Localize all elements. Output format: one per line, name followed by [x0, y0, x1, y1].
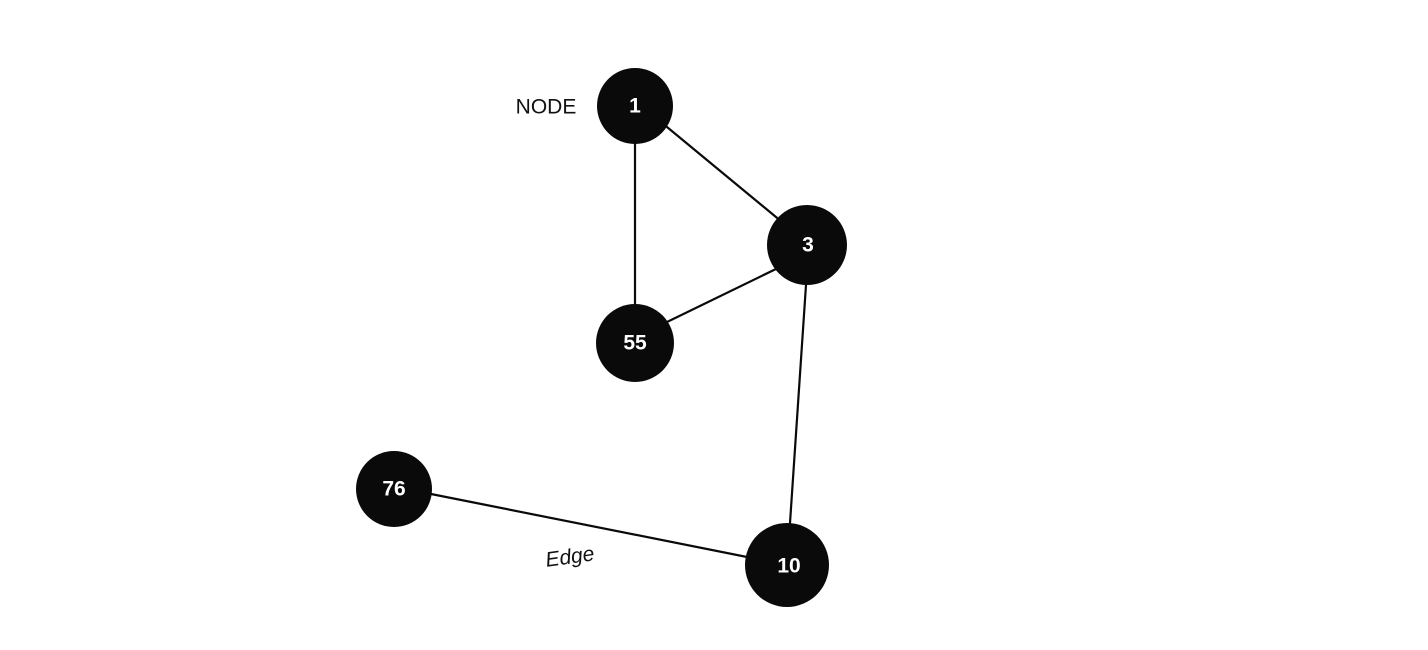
graph-node-3[interactable]: 3 [767, 205, 847, 285]
graph-node-76[interactable]: 76 [356, 451, 432, 527]
graph-edge-1-3[interactable] [665, 125, 784, 224]
graph-node-1[interactable]: 1 [597, 68, 673, 144]
annotations-layer: NODE Edge [516, 96, 596, 572]
nodes-layer: 1 3 55 76 10 [356, 68, 847, 607]
graph-edge-76-10[interactable] [429, 492, 749, 559]
edges-layer [429, 125, 808, 559]
edge-annotation: Edge [544, 542, 596, 572]
node-circle-1[interactable] [597, 68, 673, 144]
node-circle-55[interactable] [596, 304, 674, 382]
graph-edge-3-10[interactable] [788, 283, 808, 525]
graph-node-55[interactable]: 55 [596, 304, 674, 382]
node-circle-76[interactable] [356, 451, 432, 527]
node-circle-10[interactable] [745, 523, 829, 607]
graph-edge-55-3[interactable] [665, 266, 780, 324]
node-circle-3[interactable] [767, 205, 847, 285]
graph-node-10[interactable]: 10 [745, 523, 829, 607]
node-annotation: NODE [516, 96, 577, 119]
